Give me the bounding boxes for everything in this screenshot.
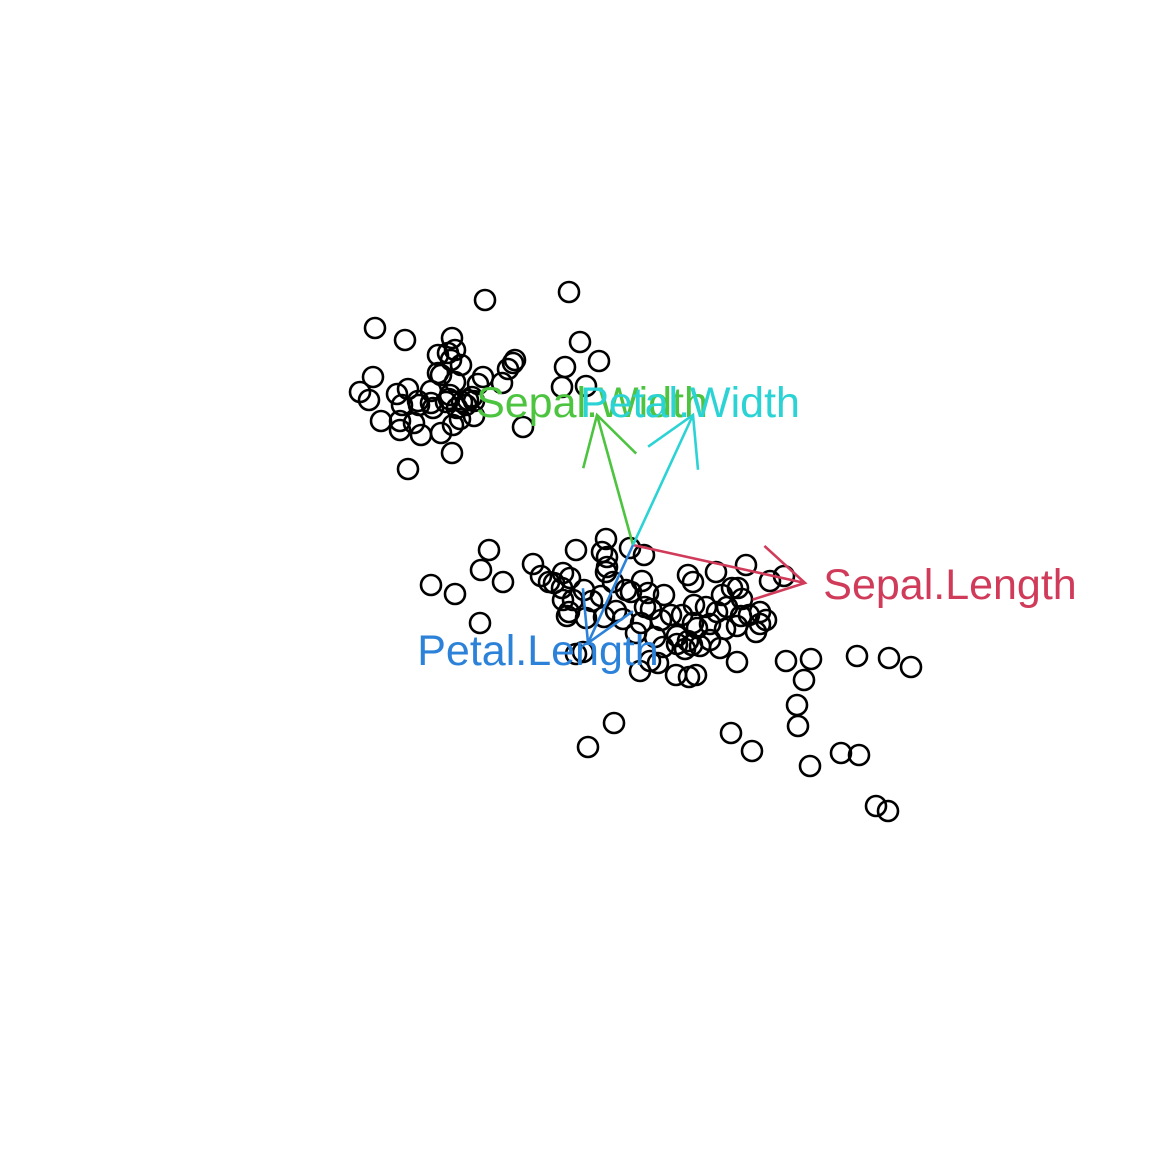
scatter-point	[553, 355, 577, 379]
scatter-point	[619, 580, 643, 604]
scatter-point	[651, 635, 675, 659]
scatter-point	[632, 543, 656, 567]
scatter-point	[708, 636, 732, 660]
scatter-point	[468, 611, 492, 635]
scatter-point	[734, 553, 758, 577]
loading-label: Sepal.Width	[476, 379, 708, 427]
scatter-point	[726, 576, 750, 600]
scatter-point	[680, 633, 704, 657]
scatter-point	[477, 538, 501, 562]
scatter-point	[587, 349, 611, 373]
scatter-point	[564, 642, 588, 666]
scatter-point	[550, 375, 574, 399]
scatter-point	[568, 330, 592, 354]
scatter-point	[594, 527, 618, 551]
scatter-point	[676, 563, 700, 587]
loading-arrow-petal-length: Petal.Length	[417, 544, 659, 675]
loading-label: Sepal.Length	[823, 561, 1076, 609]
scatter-point	[496, 357, 520, 381]
loading-label: Petal.Width	[580, 379, 800, 427]
scatter-point	[443, 582, 467, 606]
scatter-point	[799, 647, 823, 671]
scatter-point	[604, 599, 628, 623]
scatter-point	[466, 372, 490, 396]
scatter-point	[725, 650, 749, 674]
scatter-point	[792, 668, 816, 692]
scatter-point	[698, 612, 722, 636]
scatter-point	[595, 545, 619, 569]
scatter-point	[409, 423, 433, 447]
scatter-point	[429, 421, 453, 445]
scatter-point	[390, 393, 414, 417]
scatter-point	[396, 457, 420, 481]
scatter-point	[402, 411, 426, 435]
scatter-point	[511, 415, 535, 439]
scatter-point	[574, 374, 598, 398]
scatter-point	[443, 338, 467, 362]
loading-arrow-petal-width: Petal.Width	[580, 379, 800, 546]
scatter-point	[393, 328, 417, 352]
scatter-point	[681, 570, 705, 594]
scatter-point	[829, 741, 853, 765]
scatter-point	[602, 711, 626, 735]
scatter-point	[798, 754, 822, 778]
loading-arrow-line	[631, 412, 700, 546]
scatter-point	[557, 280, 581, 304]
scatter-point	[491, 570, 515, 594]
scatter-point	[521, 552, 545, 576]
scatter-point	[441, 413, 465, 437]
scatter-point	[469, 558, 493, 582]
scatter-point	[388, 418, 412, 442]
scatter-point	[348, 380, 372, 404]
scatter-point	[786, 714, 810, 738]
scatter-point	[385, 382, 409, 406]
scatter-point	[744, 620, 768, 644]
scatter-point	[628, 659, 652, 683]
scatter-point	[899, 655, 923, 679]
scatter-point	[719, 721, 743, 745]
scatter-point	[564, 538, 588, 562]
scatter-point	[877, 646, 901, 670]
scatter-point	[864, 794, 888, 818]
scatter-point	[396, 377, 420, 401]
scatter-point	[636, 581, 660, 605]
loading-arrow-line	[581, 412, 638, 546]
scatter-point	[876, 799, 900, 823]
scatter-point	[551, 588, 575, 612]
scatter-points	[348, 280, 923, 823]
scatter-point	[646, 651, 670, 675]
scatter-point	[652, 583, 676, 607]
loading-arrow-sepal-length: Sepal.Length	[632, 543, 1077, 609]
scatter-point	[361, 365, 385, 389]
scatter-point	[471, 365, 495, 389]
scatter-point	[501, 351, 525, 375]
loading-label: Petal.Length	[417, 627, 658, 675]
scatter-point	[576, 735, 600, 759]
loading-arrow-line	[581, 544, 635, 646]
scatter-point	[845, 644, 869, 668]
scatter-point	[363, 316, 387, 340]
scatter-point	[774, 649, 798, 673]
scatter-point	[440, 326, 464, 350]
scatter-point	[440, 441, 464, 465]
loading-arrow-sepal-width: Sepal.Width	[476, 379, 708, 546]
scatter-point	[684, 663, 708, 687]
scatter-point	[601, 570, 625, 594]
scatter-point	[704, 560, 728, 584]
scatter-point	[785, 693, 809, 717]
scatter-point	[369, 409, 393, 433]
scatter-point	[847, 743, 871, 767]
scatter-point	[445, 396, 469, 420]
scatter-point	[473, 288, 497, 312]
scatter-point	[438, 383, 462, 407]
scatter-point	[448, 407, 472, 431]
scatter-point	[758, 569, 782, 593]
scatter-point	[740, 739, 764, 763]
scatter-point	[419, 573, 443, 597]
loading-arrow-line	[632, 543, 808, 601]
scatter-point	[429, 363, 453, 387]
